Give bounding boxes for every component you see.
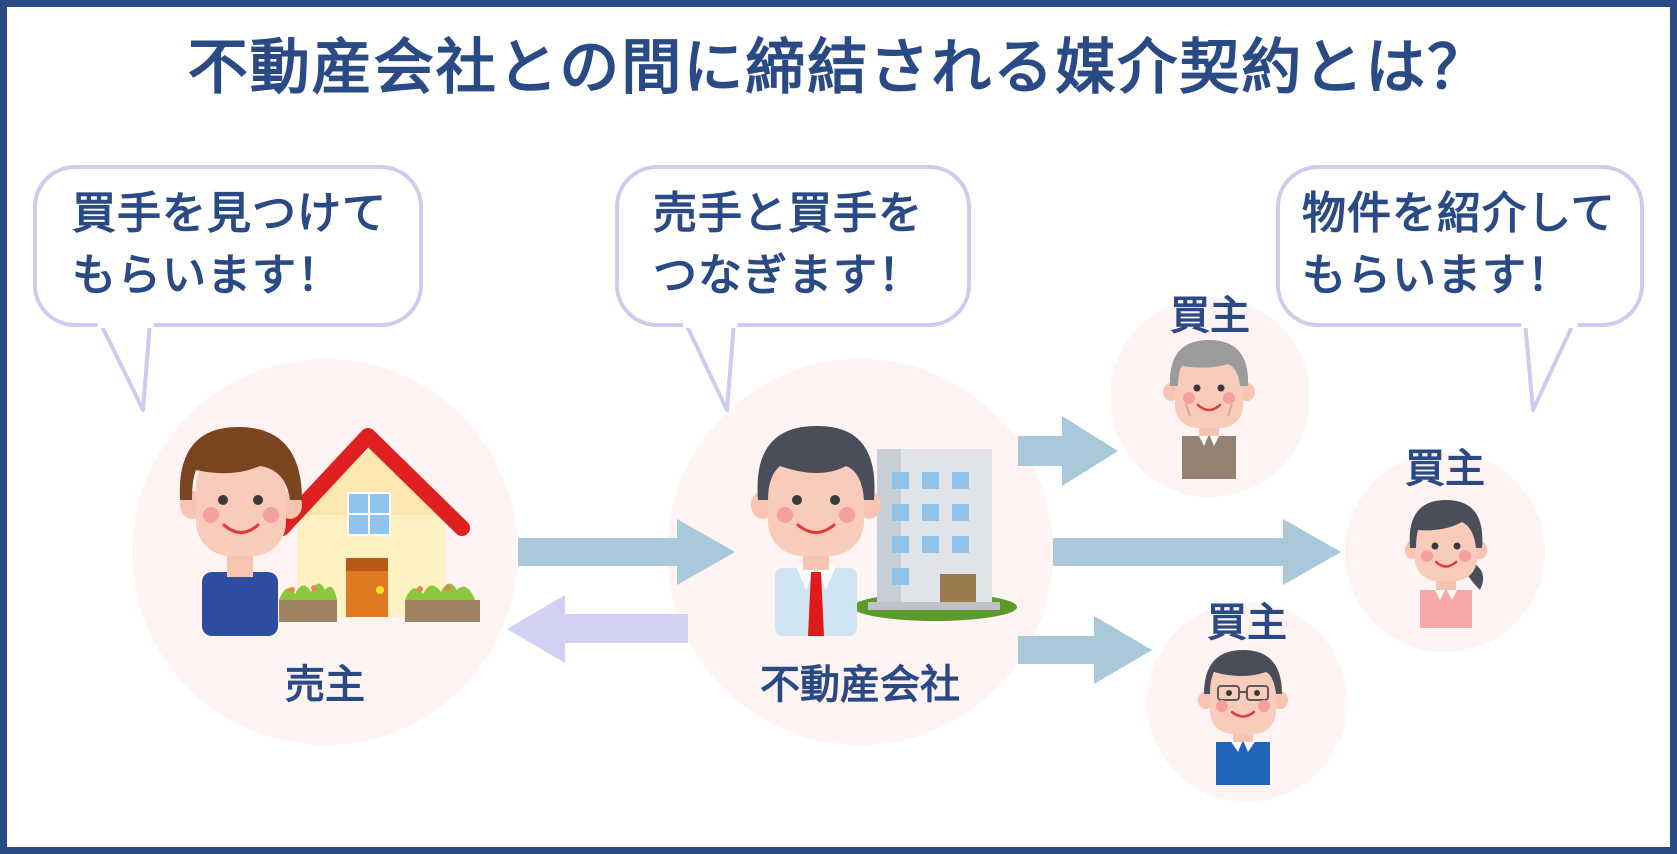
- seller-label: 売主: [285, 662, 365, 708]
- man-brown-hair-icon: [179, 426, 302, 636]
- seller-speech-bubble: [33, 165, 423, 412]
- agency-bubble-line1: 売手と買手を: [653, 188, 923, 239]
- elderly-man-icon: [1163, 340, 1255, 479]
- seller-bubble-line1: 買手を見つけて: [72, 188, 387, 239]
- seller-bubble-text: 買手を見つけて もらいます！: [72, 183, 387, 307]
- arrow-agency-to-buyer-right: [1053, 519, 1341, 585]
- buyer-speech-bubble: [1276, 165, 1644, 412]
- arrow-agency-to-buyer-top: [1018, 416, 1118, 486]
- arrow-seller-to-agency: [518, 519, 735, 585]
- agency-speech-bubble: [615, 165, 971, 412]
- office-building-icon: [853, 449, 1017, 621]
- buyer-top-label: 買主: [1170, 293, 1250, 339]
- businessman-icon: [751, 425, 881, 636]
- page-title: 不動産会社との間に締結される媒介契約とは？: [187, 33, 1490, 103]
- agency-bubble-line2: つなぎます！: [653, 250, 923, 301]
- buyer-bubble-line1: 物件を紹介して: [1302, 188, 1616, 239]
- arrow-agency-to-seller: [507, 595, 688, 663]
- man-glasses-icon: [1198, 650, 1288, 785]
- buyer-right-label: 買主: [1405, 446, 1485, 492]
- woman-ponytail-icon: [1405, 500, 1487, 628]
- arrow-agency-to-buyer-bottom: [1018, 616, 1152, 684]
- house-icon: [274, 428, 480, 622]
- agency-label: 不動産会社: [760, 662, 960, 708]
- buyer-bubble-text: 物件を紹介して もらいます！: [1302, 183, 1616, 307]
- agency-bubble-text: 売手と買手を つなぎます！: [653, 183, 923, 307]
- buyer-bottom-label: 買主: [1207, 600, 1287, 646]
- seller-bubble-line2: もらいます！: [72, 250, 342, 301]
- buyer-bubble-line2: もらいます！: [1302, 250, 1572, 301]
